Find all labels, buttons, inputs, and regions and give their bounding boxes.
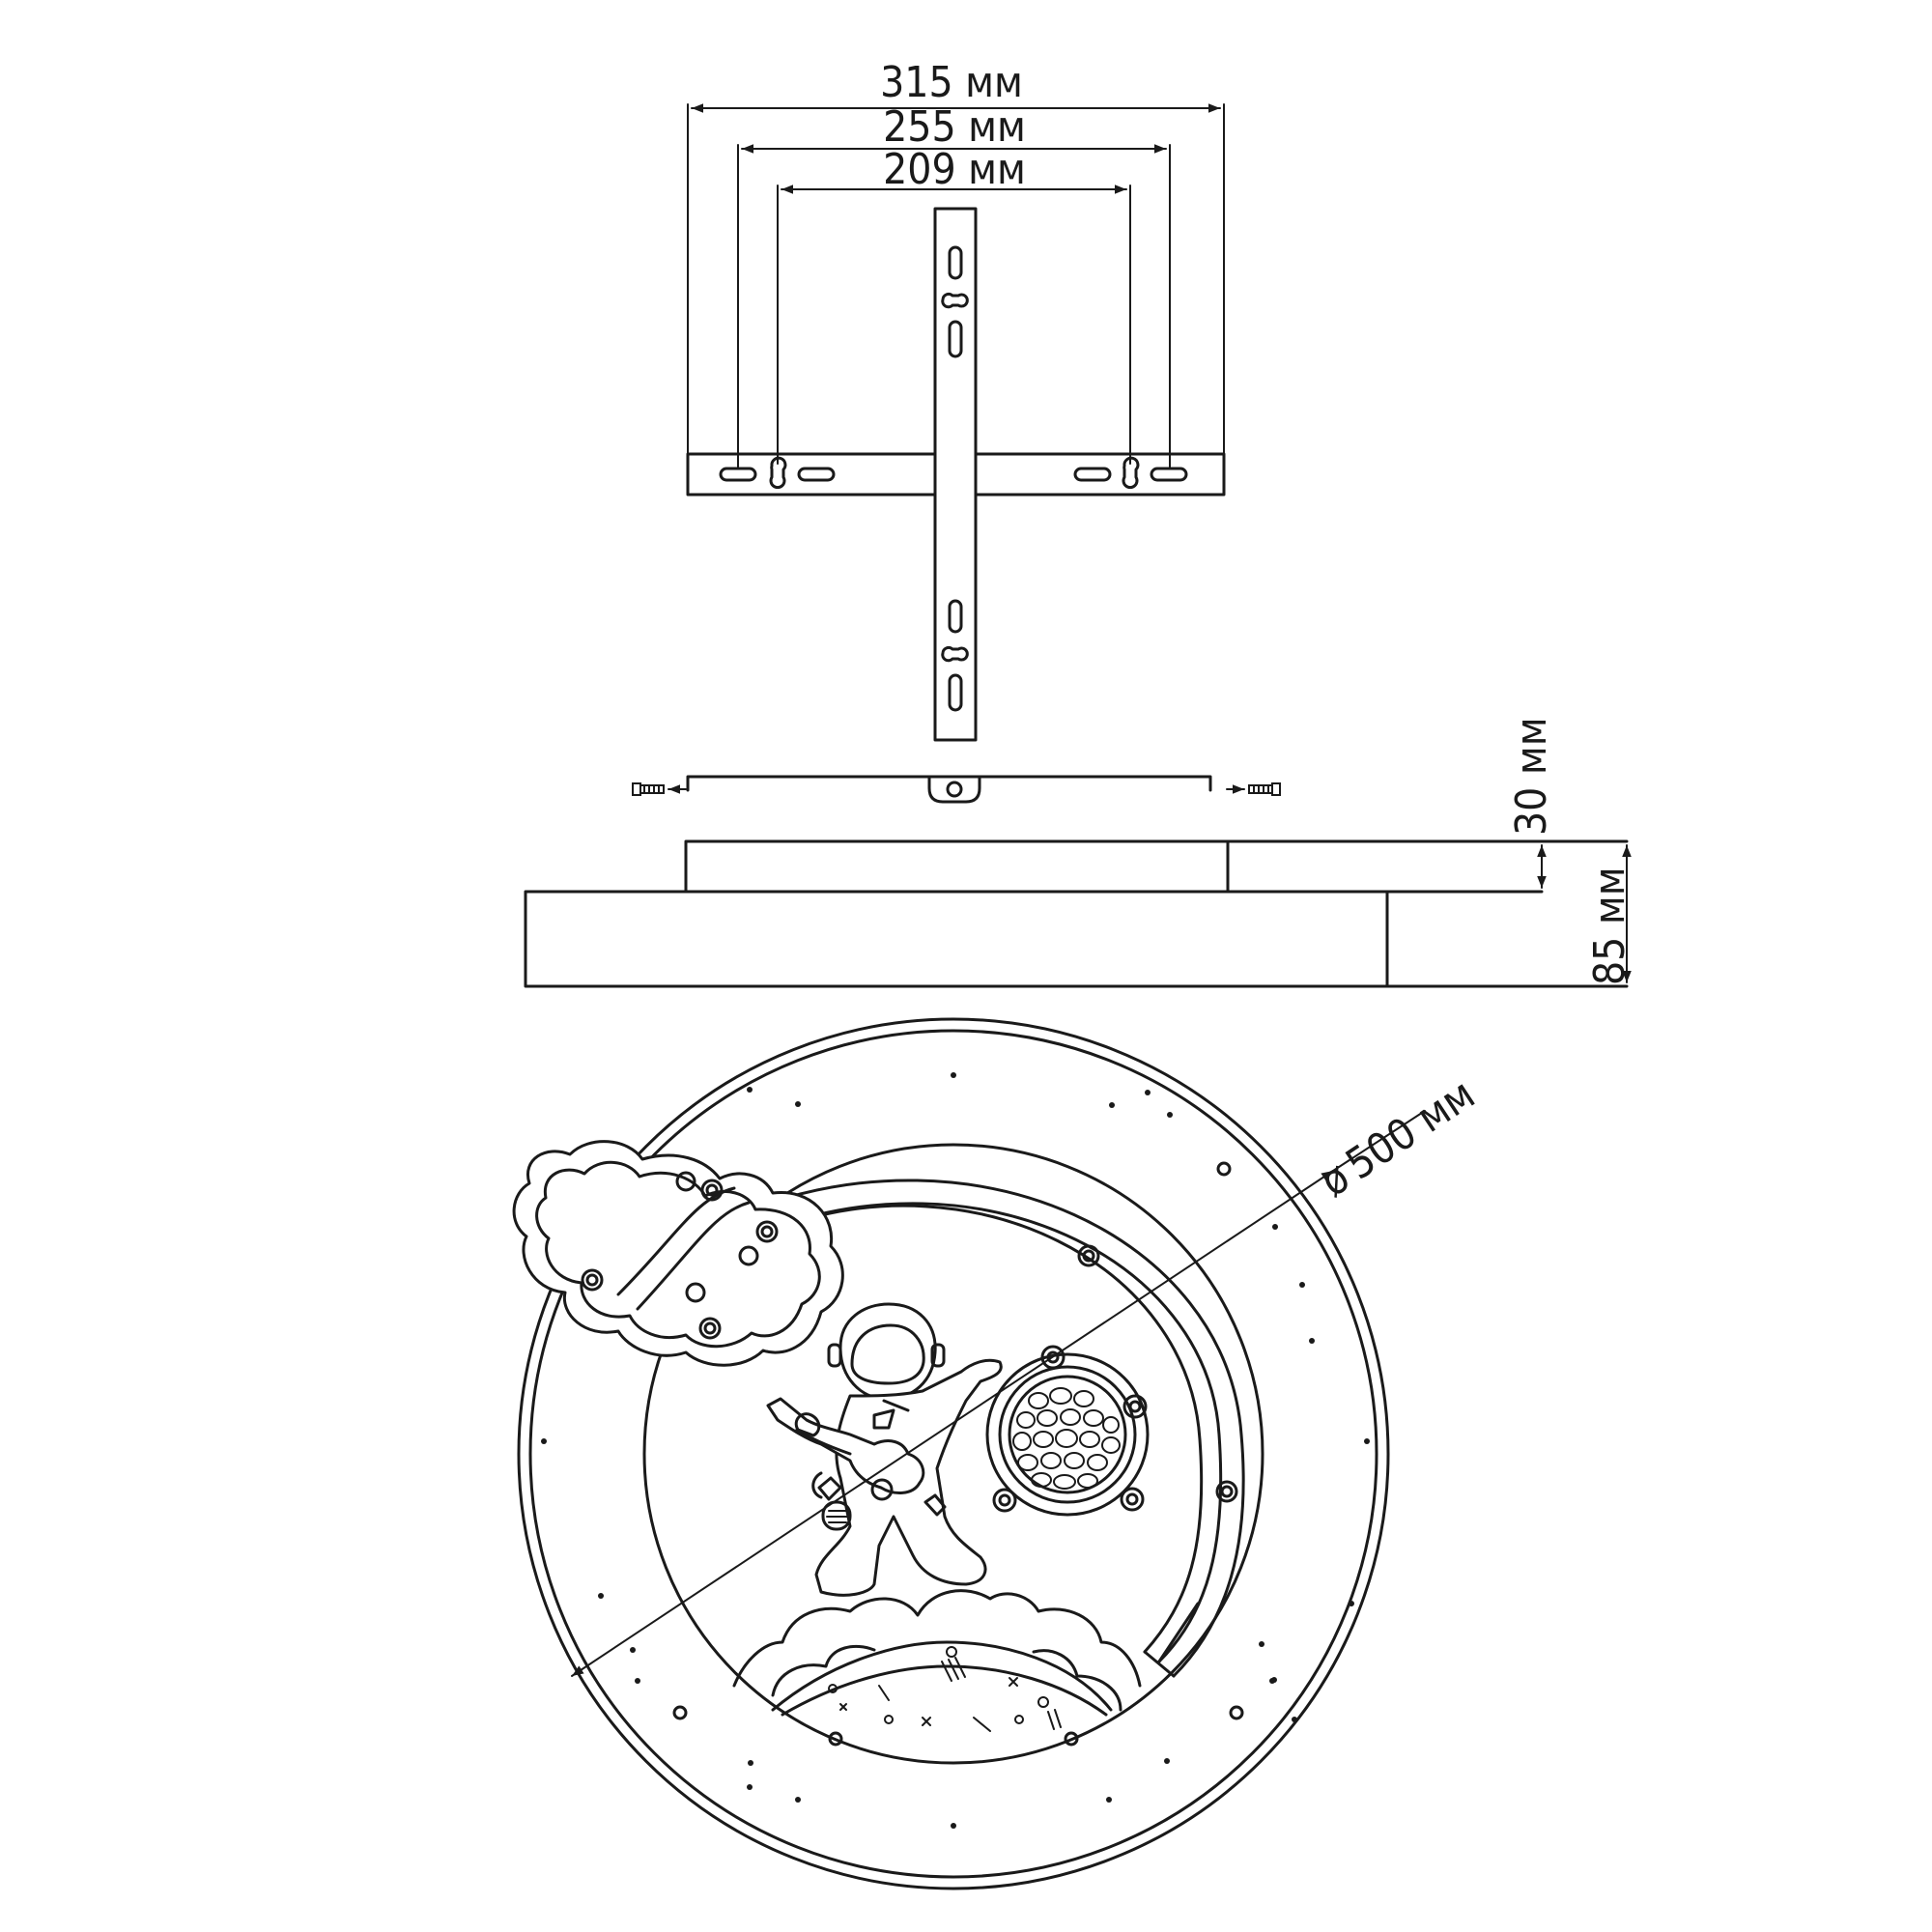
lamp-body-profile: [524, 890, 1389, 988]
lamp-base-profile: [684, 839, 1230, 894]
mounting-bracket-top-view: [686, 207, 1226, 742]
screw-left-icon: [632, 782, 687, 796]
outer-ring: [517, 1017, 1390, 1890]
bracket-center-tab: [927, 775, 981, 804]
lamp-front-view: ø 500 мм: [512, 1017, 1484, 1890]
astronaut-figure: [766, 1302, 1003, 1597]
vertical-bar-slots-lower: [941, 599, 969, 712]
screw-right-icon: [1226, 782, 1281, 796]
dimension-label-255: 255 мм: [883, 102, 1026, 152]
side-profile-view: 30 мм 85 мм: [524, 717, 1634, 988]
outer-ring-inner: [528, 1029, 1378, 1879]
ring-holes: [672, 1161, 1244, 1747]
dimension-label-diameter-group: ø 500 мм: [1312, 1069, 1484, 1207]
bottom-clouds: [732, 1589, 1142, 1732]
planet-porthole: [985, 1345, 1150, 1517]
dimension-line-diameter: [571, 1170, 1334, 1677]
crossbar-slots: [719, 456, 1188, 490]
width-dimensions: 315 мм 255 мм 209 мм: [687, 58, 1225, 469]
dimension-label-209: 209 мм: [883, 145, 1026, 194]
dimension-label-diameter: 500 мм: [1338, 1069, 1484, 1189]
bracket-profile: [686, 775, 1212, 792]
cloud-top-left: [512, 1140, 844, 1367]
dimension-label-30: 30 мм: [1507, 717, 1556, 836]
bottom-cloud-stars: [828, 1646, 1062, 1732]
vertical-bar-slots-upper: [941, 245, 969, 358]
dimension-label-85: 85 мм: [1585, 867, 1634, 985]
dimension-label-315: 315 мм: [880, 58, 1023, 107]
dimension-leader-diameter: [1332, 1110, 1426, 1172]
